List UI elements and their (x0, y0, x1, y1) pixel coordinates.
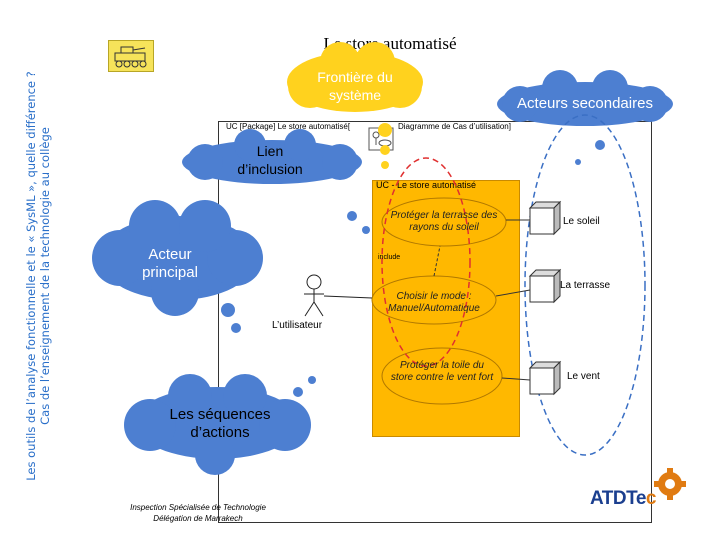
footer-line1: Inspection Spécialisée de Technologie (130, 503, 266, 512)
cloud-lien-inclusion (182, 129, 362, 184)
cloud-frontiere (287, 42, 423, 112)
inclusion-highlight (381, 157, 471, 367)
use-case-proteger-toile (381, 347, 503, 405)
footer-line2: Délégation de Marrakech (153, 514, 243, 523)
diagram-type-label: Diagramme de Cas d’utilisation] (398, 122, 511, 131)
cloud-tail (381, 161, 389, 169)
secondary-actor-label: Le soleil (563, 216, 600, 227)
page-title: Le store automatisé (323, 34, 457, 53)
cloud-lien-inclusion-text: Lien d’inclusion (237, 143, 303, 177)
footer: Inspection Spécialisée de Technologie Dé… (118, 502, 278, 524)
secondary-actor-label: La terrasse (560, 280, 611, 291)
box-actor-terrasse-icon (528, 268, 562, 304)
atdtec-logo: ATDTec (590, 488, 656, 509)
package-label: UC [Package] Le store automatisé[ (226, 122, 351, 131)
cloud-acteurs-secondaires (497, 70, 673, 126)
system-label: UC - Le store automatisé (376, 180, 477, 190)
cloud-acteurs-secondaires-text: Acteurs secondaires (517, 95, 653, 112)
gear-icon (654, 468, 686, 500)
use-case-label: Protéger la toile du store contre le ven… (390, 360, 494, 383)
cloud-tail (378, 123, 392, 137)
primary-actor-label: L’utilisateur (272, 320, 323, 331)
secondary-actors-highlight (524, 114, 646, 456)
box-actor-soleil-icon (528, 200, 562, 236)
association-line (501, 377, 531, 381)
cloud-acteur-principal-text: Acteur principal (142, 246, 198, 281)
use-case-proteger-terrasse (381, 197, 507, 247)
association-line (323, 295, 373, 299)
use-case-label: Protéger la terrasse des rayons du solei… (390, 210, 498, 233)
cloud-tail (380, 145, 390, 155)
cloud-sequences-text: Les séquences d’actions (169, 406, 271, 441)
box-actor-vent-icon (528, 360, 562, 396)
include-label: include (378, 254, 401, 261)
tank-logo-icon (108, 40, 154, 72)
cloud-acteur-principal (92, 200, 263, 316)
use-case-label: Choisir le mode : Manuel/Automatique (388, 291, 480, 314)
association-line (495, 289, 531, 297)
secondary-actor-label: Le vent (567, 371, 600, 382)
user-actor-icon (304, 274, 324, 317)
include-arrow (433, 245, 441, 277)
cloud-sequences (124, 374, 311, 475)
cloud-frontiere-text: Frontière du système (317, 69, 393, 103)
